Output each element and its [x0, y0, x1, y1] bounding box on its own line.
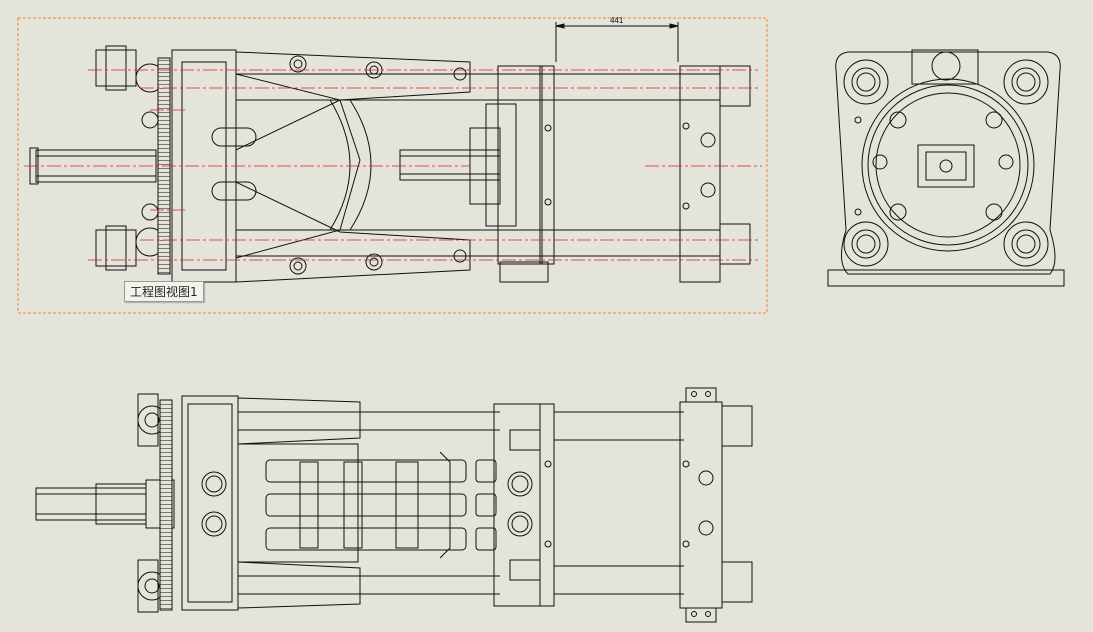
front-centerlines	[24, 69, 762, 261]
view-label[interactable]: 工程图视图1	[124, 281, 204, 302]
moving-platen	[485, 65, 555, 283]
front-platen	[679, 65, 751, 283]
rear-nuts	[95, 45, 165, 271]
view-selection-box	[17, 17, 768, 314]
top-moving-platen	[493, 403, 555, 607]
dimension-text: 441	[610, 16, 624, 25]
side-gear-ring	[861, 78, 1035, 252]
top-gear-band	[159, 399, 173, 611]
side-tie-bar-holes	[843, 59, 1049, 267]
side-base	[827, 269, 1065, 287]
front-view[interactable]	[17, 17, 768, 314]
top-rear-platen	[181, 395, 239, 611]
top-toggle-links	[265, 451, 497, 559]
dimension-441	[555, 22, 679, 62]
side-center-block	[917, 144, 975, 188]
tie-bars	[236, 73, 720, 257]
top-cylinder	[35, 479, 175, 529]
side-view[interactable]	[827, 49, 1065, 287]
top-tie-bars	[554, 411, 684, 595]
toggle-linkage	[235, 51, 471, 283]
top-front-platen	[679, 387, 753, 623]
side-platen-outline	[835, 51, 1061, 275]
top-view[interactable]	[35, 387, 753, 623]
top-toggle-frame	[201, 397, 533, 609]
